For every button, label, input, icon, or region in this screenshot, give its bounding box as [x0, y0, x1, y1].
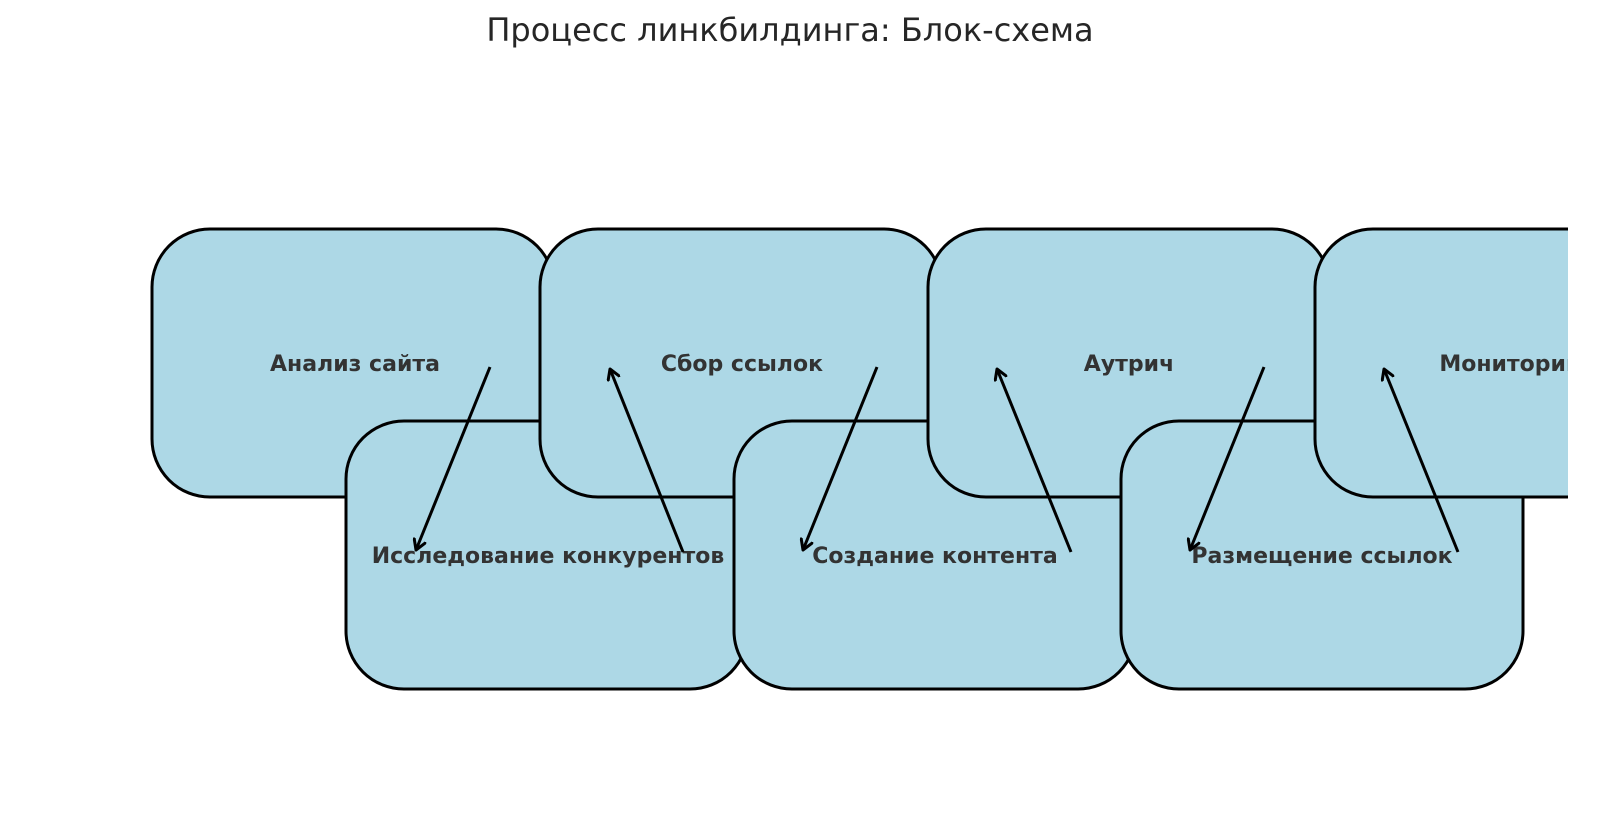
edge-competitors-to-collect — [610, 369, 685, 553]
node-label-analysis: Анализ сайта — [270, 352, 440, 377]
node-label-collect: Сбор ссылок — [661, 352, 823, 377]
edge-analysis-to-competitors — [416, 366, 492, 550]
node-label-monitoring: Мониторинг — [1439, 352, 1592, 377]
edge-collect-to-content — [803, 366, 879, 550]
node-label-content: Создание контента — [812, 544, 1058, 569]
node-monitoring — [1313, 227, 1568, 499]
edge-content-to-outreach — [997, 369, 1073, 553]
node-label-placement: Размещение ссылок — [1191, 544, 1452, 569]
edge-placement-to-monitoring — [1384, 369, 1460, 553]
node-label-outreach: Аутрич — [1084, 352, 1174, 377]
edge-outreach-to-placement — [1190, 366, 1266, 550]
node-label-competitors: Исследование конкурентов — [372, 544, 725, 569]
node-box — [1313, 227, 1568, 499]
diagram-title: Процесс линкбилдинга: Блок-схема — [486, 11, 1093, 49]
